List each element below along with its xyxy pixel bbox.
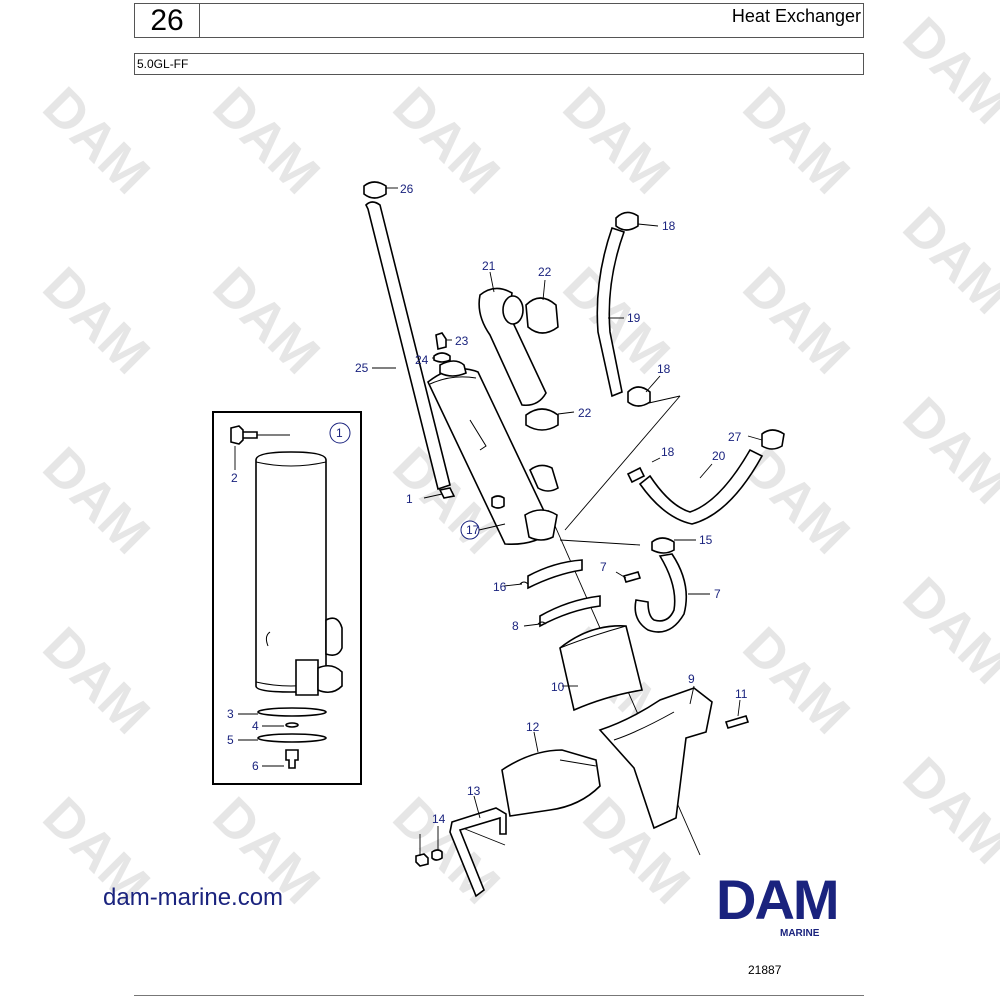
callouts: 26 18 21 22 19 23 24 25 18 22 18 20 27 1… [355, 182, 748, 826]
callout-label: 18 [662, 219, 676, 233]
clamp-26-part [363, 181, 387, 199]
callout-label: 9 [688, 672, 695, 686]
website-link[interactable]: dam-marine.com [103, 884, 284, 911]
clamp-18c-part [761, 429, 785, 450]
page-title: Heat Exchanger [731, 6, 861, 26]
callout-label: 7 [714, 587, 721, 601]
inset-cylinder-part [255, 451, 327, 693]
watermark: DAM [32, 256, 161, 385]
hose-21-part [478, 287, 547, 407]
callout-label: 13 [467, 784, 481, 798]
callout-label: 4 [252, 719, 259, 733]
logo-wordmark: DAM [716, 868, 840, 931]
clamp-17-part [651, 537, 675, 554]
callout-label: 19 [627, 311, 641, 325]
callout-label: 1 [406, 492, 413, 506]
clamp-11-part [501, 749, 601, 817]
callout-label: 10 [551, 680, 565, 694]
callout-label: 14 [432, 812, 446, 826]
callout-label: 17 [466, 523, 480, 537]
callout-label: 5 [227, 733, 234, 747]
callout-label: 24 [415, 353, 429, 367]
callout-label: 7 [600, 560, 607, 574]
callout-label: 23 [455, 334, 469, 348]
sensor-23-part [435, 332, 447, 350]
watermark: DAM [32, 436, 161, 565]
watermark: DAM [202, 76, 331, 205]
hose-19-part [596, 226, 626, 398]
fitting-18d-part [626, 466, 646, 484]
callout-label: 25 [355, 361, 369, 375]
watermark: DAM [732, 76, 861, 205]
callout-label: 15 [699, 533, 713, 547]
callout-label: 2 [231, 471, 238, 485]
washer-13-part [431, 849, 443, 861]
drain-plug-part [230, 425, 258, 445]
clamp-18b-part [627, 386, 651, 407]
callout-label: 18 [661, 445, 675, 459]
clamp-22-part [525, 297, 559, 334]
sleeve-8-part [559, 625, 643, 712]
hose-16-part [634, 553, 688, 633]
callout-label: 6 [252, 759, 259, 773]
watermark: DAM [32, 76, 161, 205]
callout-label: 12 [526, 720, 540, 734]
callout-label: 21 [482, 259, 496, 273]
heat-exchanger-body [427, 360, 559, 546]
bracket-10-part [598, 687, 713, 830]
watermark: DAM [892, 746, 1000, 875]
callout-label: 20 [712, 449, 726, 463]
drawing-number: 21887 [748, 963, 782, 977]
hose-25-part [365, 201, 451, 491]
nut-14-part [415, 853, 429, 867]
ring-7a-part [527, 559, 583, 590]
watermark: DAM [892, 386, 1000, 515]
watermark: DAM [32, 616, 161, 745]
logo-subtext: MARINE [780, 928, 820, 939]
callout-label: 18 [657, 362, 671, 376]
rod-12-part [449, 807, 507, 898]
watermark: DAM [732, 616, 861, 745]
watermark: DAM [572, 786, 701, 915]
clamp-18-part [615, 211, 639, 231]
callout-label: 27 [728, 430, 742, 444]
header-box: 26 Heat Exchanger [134, 3, 864, 38]
stud-9-part [724, 715, 750, 729]
watermark: DAM [552, 76, 681, 205]
washer-24-part [433, 352, 451, 363]
callout-label: 26 [400, 182, 414, 196]
callout-label: 8 [512, 619, 519, 633]
watermark: DAM [382, 786, 511, 915]
callout-label: 22 [538, 265, 552, 279]
hose-20-part [638, 448, 764, 525]
watermark: DAM [892, 566, 1000, 695]
nipple-15-part [622, 571, 642, 583]
callout-label: 3 [227, 707, 234, 721]
callout-label: 22 [578, 406, 592, 420]
bottom-divider [134, 995, 864, 996]
watermark: DAM [892, 196, 1000, 325]
callout-label: 11 [735, 687, 748, 701]
watermark: DAM [732, 256, 861, 385]
inset-box: 1 2 3 4 5 6 [212, 411, 362, 785]
inset-badge: 1 [336, 426, 343, 440]
callout-label: 16 [493, 580, 507, 594]
ring-7b-part [539, 595, 601, 628]
page-number: 26 [135, 4, 200, 37]
leader-lines [372, 187, 763, 856]
model-label: 5.0GL-FF [134, 53, 864, 75]
watermark: DAM [892, 6, 1000, 135]
clamp-22-lower-part [525, 408, 559, 431]
watermark: DAM [202, 256, 331, 385]
